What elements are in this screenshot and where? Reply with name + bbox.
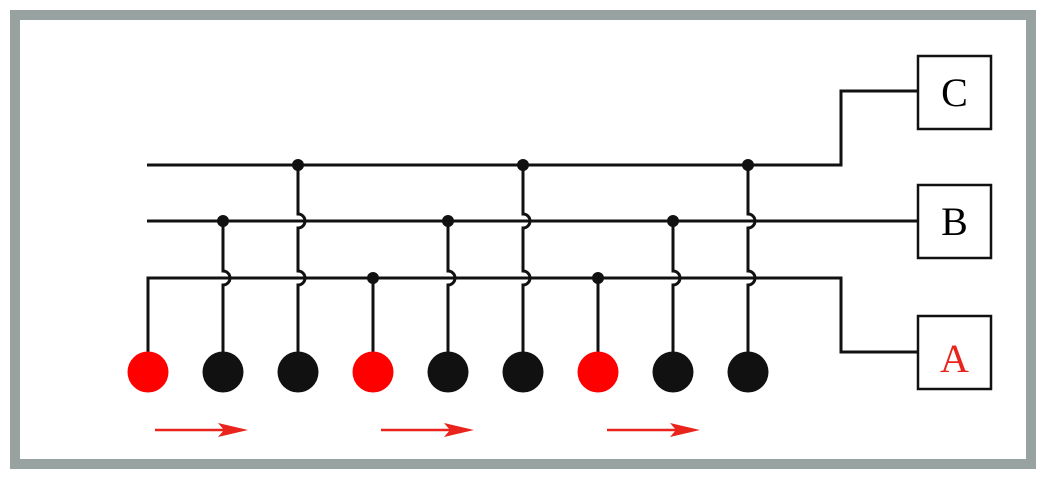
terminal-a-box xyxy=(916,314,993,391)
direction-arrow-1-head xyxy=(218,423,248,437)
coil-6-phase-c xyxy=(502,351,544,393)
terminal-b-box xyxy=(916,183,993,260)
coil-3-drop-wire xyxy=(296,165,307,354)
coil-4-junction-dot xyxy=(367,272,379,284)
direction-arrow-1 xyxy=(155,423,248,437)
coil-6-drop-wire xyxy=(521,165,532,354)
coil-7-phase-a xyxy=(577,351,619,393)
coil-2-phase-b xyxy=(202,351,244,393)
coil-8-drop-wire xyxy=(671,221,682,354)
coil-5-phase-b xyxy=(427,351,469,393)
terminal-c-label: C xyxy=(941,70,968,115)
coil-4-phase-a xyxy=(352,351,394,393)
coil-2-junction-dot xyxy=(217,215,229,227)
coil-8-junction-dot xyxy=(667,215,679,227)
coil-9-phase-c xyxy=(727,351,769,393)
coil-6-junction-dot xyxy=(517,159,529,171)
terminal-c: C xyxy=(916,54,993,131)
terminal-b-label: B xyxy=(941,199,968,244)
bus-a-line xyxy=(146,276,918,354)
direction-arrow-3 xyxy=(607,423,700,437)
coil-1-phase-a xyxy=(127,351,169,393)
terminal-a-label: A xyxy=(940,336,969,381)
coil-3-junction-dot xyxy=(292,159,304,171)
terminal-a: A xyxy=(916,314,993,391)
coil-3-phase-c xyxy=(277,351,319,393)
coil-connections xyxy=(217,159,757,354)
bus-c-line xyxy=(147,89,918,167)
coil-row xyxy=(127,351,769,393)
coil-2-drop-wire xyxy=(221,221,232,354)
direction-arrow-2-head xyxy=(444,423,474,437)
coil-7-junction-dot xyxy=(592,272,604,284)
direction-arrow-2 xyxy=(381,423,474,437)
terminal-b: B xyxy=(916,183,993,260)
direction-arrows xyxy=(155,423,700,437)
terminal-c-box xyxy=(916,54,993,131)
coil-5-junction-dot xyxy=(442,215,454,227)
coil-8-phase-b xyxy=(652,351,694,393)
direction-arrow-3-head xyxy=(670,423,700,437)
coil-9-junction-dot xyxy=(742,159,754,171)
coil-9-drop-wire xyxy=(746,165,757,354)
coil-5-drop-wire xyxy=(446,221,457,354)
